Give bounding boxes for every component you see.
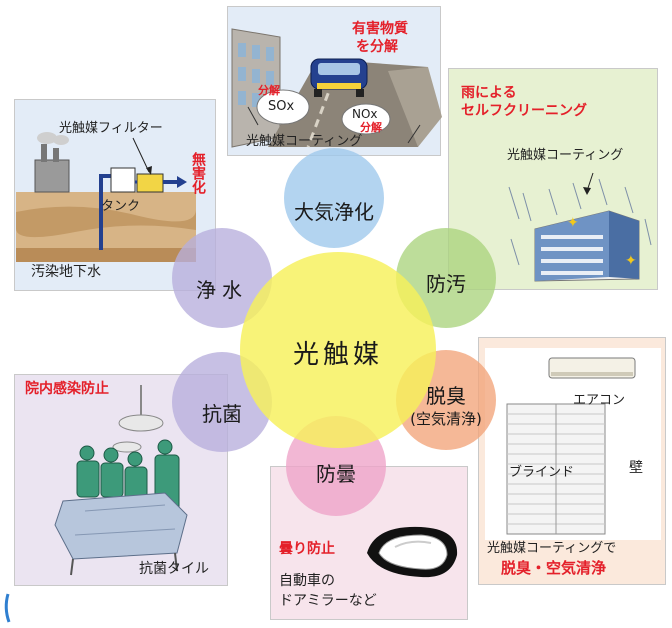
deodorize-panel: エアコン 壁 ブラインド 光触媒コーティングで 脱臭・空気清浄 [478,337,666,585]
label-antibacterial: 抗菌 [202,402,242,426]
self-clean-title-line1: 雨による [461,85,517,101]
antibacterial-tile-caption: 抗菌タイル [139,561,209,577]
filter-label: 光触媒フィルター [59,121,163,136]
rain-building-illustration: ✦ ✦ [508,172,652,282]
self-clean-coating-label: 光触媒コーティング [507,148,624,163]
decompose-title: を分解 [356,39,398,55]
center-photocatalyst [240,252,436,448]
decompose-right-label: 分解 [360,121,382,134]
self-clean-title-line2: セルフクリーニング [461,103,587,119]
antifog-caption-line1: 自動車の [279,573,335,589]
label-deodorize-sub: (空気清浄) [410,410,482,428]
groundwater-illustration [15,132,196,262]
wall-label: 壁 [629,460,643,476]
operating-room-illustration [54,385,188,576]
label-air-purification: 大気浄化 [294,200,374,224]
nox-label: NOx [352,107,378,121]
air-purification-panel: 有害物質 を分解 分解 SOx NOx 分解 光触媒コーティング [227,6,442,156]
edge-fragment-icon [4,593,11,623]
contaminated-groundwater-label: 汚染地下水 [31,264,101,280]
label-water-purification: 浄水 [196,278,248,302]
decompose-left-label: 分解 [258,84,280,97]
svg-text:✦: ✦ [625,253,637,269]
harmless-label: 無害化 [190,152,206,194]
antifog-title: 曇り防止 [279,541,335,557]
svg-text:✦: ✦ [567,215,579,231]
petal-air-purification [284,148,384,248]
side-mirror-illustration [367,526,458,578]
infection-prevention-title: 院内感染防止 [25,381,109,397]
coating-caption: 光触媒コーティング [246,134,363,149]
sox-label: SOx [268,99,295,114]
blind-label: ブラインド [509,465,575,480]
deodorize-caption-line1: 光触媒コーティングで [487,541,617,556]
label-center-photocatalyst: 光触媒 [292,340,383,370]
label-antifog: 防曇 [316,462,356,486]
highway-illustration [231,28,442,148]
room-illustration [506,357,636,535]
deodorize-caption-line2: 脱臭・空気清浄 [501,559,607,577]
label-antifouling: 防汚 [426,272,466,296]
tank-label: タンク [101,199,141,214]
antifog-caption-line2: ドアミラーなど [279,593,377,609]
harmful-substances-title: 有害物質 [352,21,408,37]
label-deodorize: 脱臭 [426,384,466,408]
aircon-label: エアコン [573,393,626,408]
